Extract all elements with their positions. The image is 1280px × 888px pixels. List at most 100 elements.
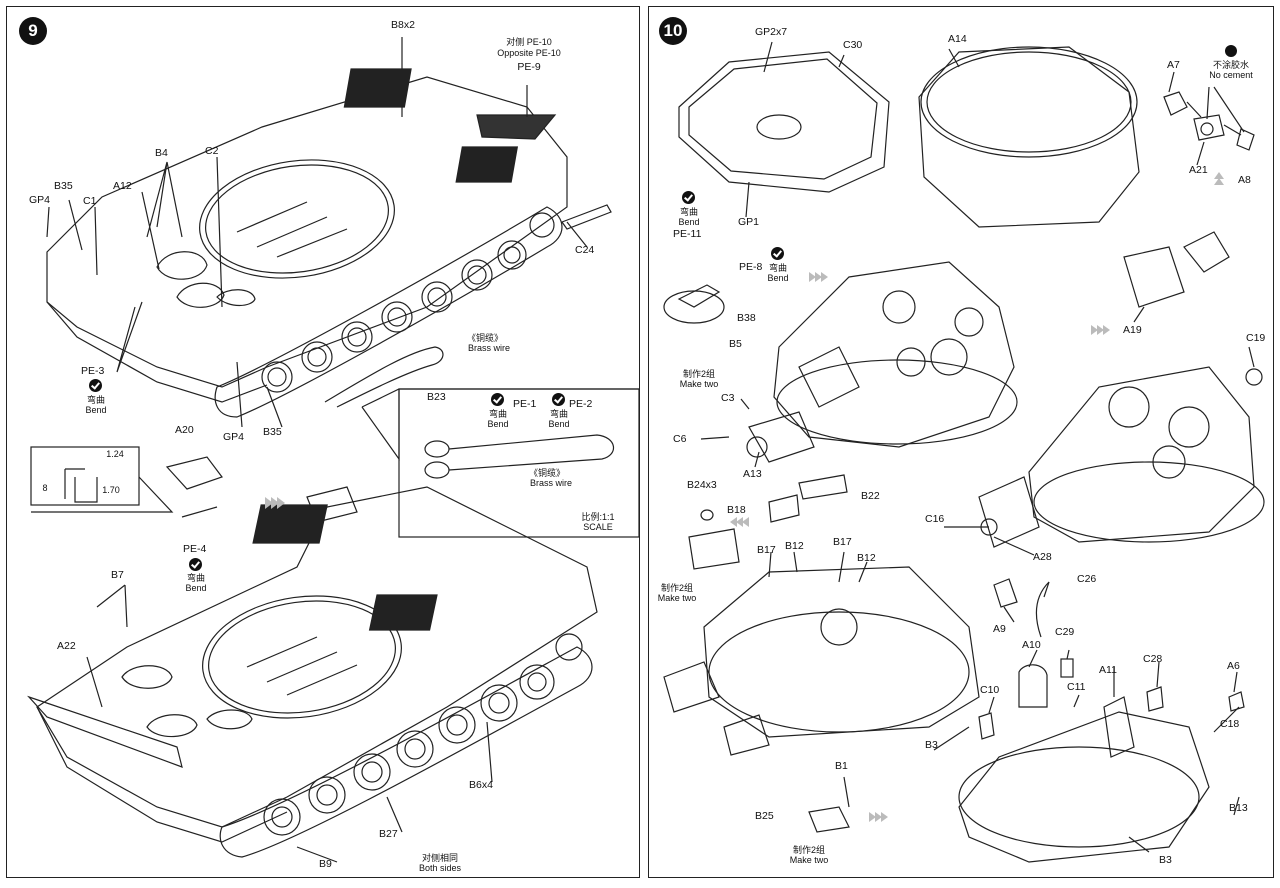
part-label-c3: C3: [721, 392, 735, 404]
part-label-b12-right: B12: [857, 552, 876, 564]
part-label-b1: B1: [835, 760, 848, 772]
note-bend3-en: Bend: [185, 583, 207, 593]
note-bend1-en: Bend: [487, 419, 509, 429]
part-label-a14: A14: [948, 33, 967, 45]
note-bend2-en: Bend: [767, 273, 789, 283]
bend-icon: [771, 247, 784, 260]
part-label-c28: C28: [1143, 653, 1163, 665]
part-label-b27: B27: [379, 828, 398, 840]
bend-icon: [491, 393, 504, 406]
note-both-cn: 对侧相同: [421, 853, 459, 863]
step-10-panel: 10 GP2x7 C30 A14 A7 不涂胶水 No cement A21 A…: [648, 6, 1274, 878]
part-label-b17-right: B17: [833, 536, 852, 548]
part-label-b38: B38: [737, 312, 756, 324]
part-label-pe1: PE-1: [513, 398, 537, 410]
note-make2b-cn: 制作2组: [660, 583, 694, 593]
part-label-pe4: PE-4: [183, 543, 207, 555]
part-label-a9: A9: [993, 623, 1006, 635]
part-label-pe9: PE-9: [517, 61, 541, 73]
part-label-b8x2: B8x2: [391, 19, 415, 31]
step-number-badge: 9: [19, 17, 47, 45]
note-make2b-en: Make two: [657, 593, 697, 603]
part-label-b6x4: B6x4: [469, 779, 493, 791]
part-label-c11: C11: [1067, 681, 1086, 693]
bend-icon: [552, 393, 565, 406]
part-label-c30: C30: [843, 39, 863, 51]
part-label-b12: B12: [785, 540, 804, 552]
part-label-a6: A6: [1227, 660, 1240, 672]
note-brass-en: Brass wire: [467, 343, 511, 353]
part-label-a10: A10: [1022, 639, 1041, 651]
part-label-c18: C18: [1220, 718, 1240, 730]
note-no-cement-en: No cement: [1209, 70, 1253, 80]
note-pe10-cn: 对侧 PE-10: [506, 37, 552, 47]
part-label-c16: C16: [925, 513, 945, 525]
part-label-pe2: PE-2: [569, 398, 593, 410]
step-9-line-art: [27, 37, 639, 863]
part-label-b9: B9: [319, 858, 332, 870]
part-label-c1: C1: [83, 195, 97, 207]
note-scale-en: SCALE: [583, 522, 613, 532]
step-10-line-art: [663, 41, 1265, 863]
step-9-panel: 9 B8x2 对侧 PE-10 Opposite PE-10 PE-9 B4 C…: [6, 6, 640, 878]
part-label-c19: C19: [1246, 332, 1266, 344]
part-label-c10: C10: [980, 684, 1000, 696]
part-label-pe8: PE-8: [739, 261, 763, 273]
part-label-b7: B7: [111, 569, 124, 581]
part-label-c6: C6: [673, 433, 687, 445]
note-make2c-en: Make two: [789, 855, 829, 865]
part-label-b3: B3: [925, 739, 938, 751]
part-label-b35: B35: [54, 180, 73, 192]
part-label-a7: A7: [1167, 59, 1180, 71]
part-label-pe11: PE-11: [673, 228, 702, 240]
part-label-b25: B25: [755, 810, 774, 822]
part-label-gp4: GP4: [29, 194, 51, 206]
part-label-b35-lower: B35: [263, 426, 282, 438]
part-label-a12: A12: [113, 180, 132, 192]
part-label-c24: C24: [575, 244, 595, 256]
note-brass2-en: Brass wire: [529, 478, 573, 488]
note-bend-cn: 弯曲: [679, 207, 699, 217]
note-bend2-cn: 弯曲: [549, 409, 569, 419]
note-brass-cn: 《铜缆》: [466, 333, 504, 343]
note-brass2-cn: 《铜缆》: [528, 468, 566, 478]
part-label-gp4-lower: GP4: [223, 431, 245, 443]
note-bend3-cn: 弯曲: [186, 573, 206, 583]
note-pe10-en: Opposite PE-10: [497, 48, 561, 58]
part-label-c26: C26: [1077, 573, 1097, 585]
lower-hull-drawing: [27, 486, 598, 858]
dimension-124: 1.24: [106, 449, 124, 459]
part-label-b24x3: B24x3: [687, 479, 717, 491]
part-label-c2: C2: [205, 145, 219, 157]
note-scale-cn: 比例:1:1: [581, 512, 615, 522]
note-no-cement-cn: 不涂胶水: [1212, 60, 1250, 70]
note-bend1-cn: 弯曲: [488, 409, 508, 419]
note-bend2-cn: 弯曲: [768, 263, 788, 273]
part-label-a13: A13: [743, 468, 762, 480]
part-label-b18: B18: [727, 504, 746, 516]
part-label-pe3: PE-3: [81, 365, 105, 377]
step-number-badge: 10: [659, 17, 687, 45]
note-bend2-en: Bend: [548, 419, 570, 429]
part-label-b17: B17: [757, 544, 776, 556]
part-label-b22: B22: [861, 490, 880, 502]
bend-icon: [89, 379, 102, 392]
part-label-a21: A21: [1189, 164, 1208, 176]
upper-hull-drawing: [46, 68, 612, 418]
note-bend-cn: 弯曲: [86, 395, 106, 405]
dimension-170: 1.70: [102, 485, 120, 495]
note-bend-en: Bend: [678, 217, 700, 227]
part-label-b13: B13: [1229, 802, 1248, 814]
part-label-a8: A8: [1238, 174, 1251, 186]
part-label-gp1: GP1: [738, 216, 760, 228]
part-label-b23: B23: [427, 391, 446, 403]
part-label-b3-lower: B3: [1159, 854, 1172, 866]
part-label-gp2x7: GP2x7: [755, 26, 788, 38]
note-make2c-cn: 制作2组: [792, 845, 826, 855]
no-cement-icon: [1225, 45, 1237, 57]
note-make2-cn: 制作2组: [682, 369, 716, 379]
part-label-a28: A28: [1033, 551, 1052, 563]
part-label-b5: B5: [729, 338, 742, 350]
note-make2-en: Make two: [679, 379, 719, 389]
part-label-a11: A11: [1099, 664, 1117, 676]
